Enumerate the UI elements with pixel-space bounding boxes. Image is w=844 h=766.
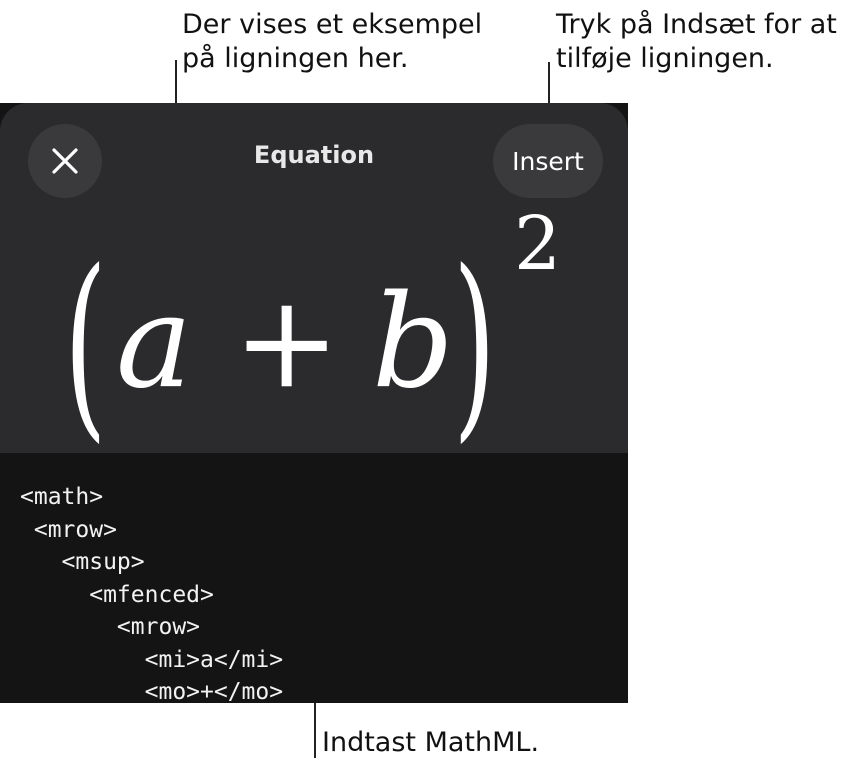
callout-preview-line2: på ligningen her. bbox=[182, 43, 409, 74]
code-line: <mfenced> bbox=[20, 581, 214, 608]
close-button[interactable] bbox=[28, 124, 102, 198]
callout-insert-line1: Tryk på Indsæt for at bbox=[556, 9, 837, 40]
equation-var-b: b bbox=[372, 268, 454, 417]
code-line: <mrow> bbox=[20, 614, 201, 640]
code-line: <mo>+</mo> bbox=[20, 679, 284, 703]
equation-editor-panel: Equation Insert ( a + b ) 2 <math> <mrow… bbox=[0, 103, 628, 703]
equation-plus: + bbox=[233, 268, 341, 417]
callout-insert-line2: tilføje ligningen. bbox=[556, 43, 774, 74]
code-line: <mi>a</mi> bbox=[20, 646, 284, 673]
callout-preview-line1: Der vises et eksempel bbox=[182, 9, 483, 40]
equation-exponent: 2 bbox=[514, 201, 562, 287]
equation-var-a: a bbox=[116, 268, 193, 417]
leader-line-mathml bbox=[314, 702, 316, 758]
equation-close-paren: ) bbox=[453, 228, 496, 461]
code-line: <mrow> bbox=[20, 516, 117, 543]
close-icon bbox=[52, 148, 78, 174]
mathml-code-editor[interactable]: <math> <mrow> <msup> <mfenced> <mrow> <m… bbox=[20, 481, 283, 703]
callout-insert: Tryk på Indsæt for at tilføje ligningen. bbox=[556, 8, 837, 76]
callout-mathml: Indtast MathML. bbox=[322, 727, 540, 758]
insert-button[interactable]: Insert bbox=[493, 124, 603, 198]
callout-preview: Der vises et eksempel på ligningen her. bbox=[182, 8, 482, 76]
equation-open-paren: ( bbox=[64, 228, 107, 461]
equation-sheet: Equation Insert ( a + b ) 2 bbox=[0, 103, 628, 453]
code-line: <msup> bbox=[20, 549, 145, 575]
code-line: <math> bbox=[20, 484, 104, 510]
leader-line-insert bbox=[548, 62, 550, 124]
sheet-title: Equation bbox=[253, 141, 375, 169]
